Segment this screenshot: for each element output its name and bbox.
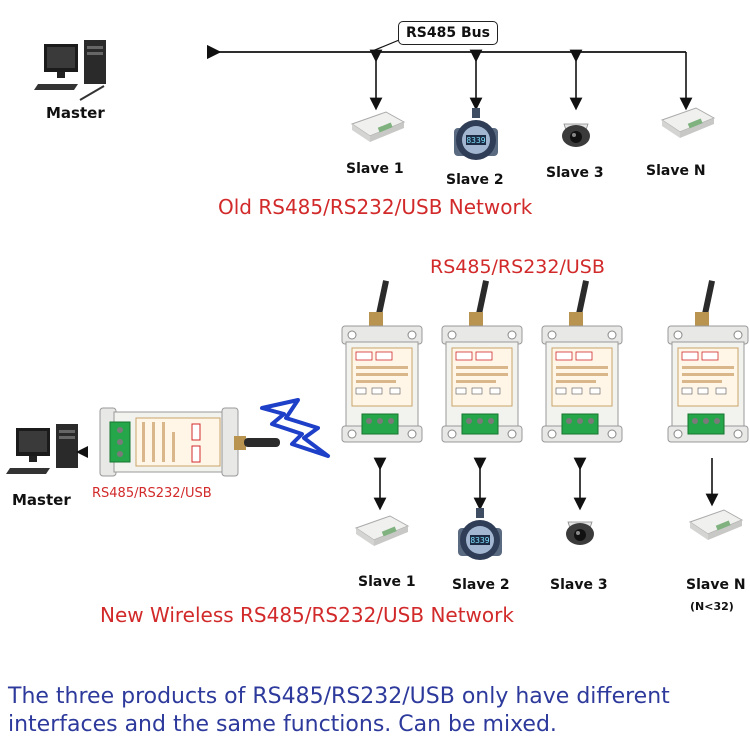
new-slave-2-gauge-icon: [458, 508, 502, 560]
module-interface-label: RS485/RS232/USB: [430, 256, 605, 278]
new-slave-n-label: Slave N: [686, 577, 746, 593]
new-slave-3-label: Slave 3: [550, 577, 608, 593]
master-wireless-module-icon: [99, 407, 280, 477]
new-slave-2-label: Slave 2: [452, 577, 510, 593]
new-slave-3-camera-icon: [565, 521, 595, 546]
master-interface-label: RS485/RS232/USB: [92, 486, 212, 501]
new-slave-1-label: Slave 1: [358, 574, 416, 590]
new-master-computer-icon: [6, 424, 78, 474]
old-network: [34, 37, 715, 160]
old-network-title: Old RS485/RS232/USB Network: [218, 195, 533, 219]
old-slave-n-label: Slave N: [646, 163, 706, 179]
old-slave-3-label: Slave 3: [546, 165, 604, 181]
rs485-bus-label: RS485 Bus: [398, 21, 498, 45]
new-network-title: New Wireless RS485/RS232/USB Network: [100, 603, 514, 627]
old-master-computer-icon: [34, 40, 106, 90]
slave-n-wireless-module-icon: [667, 279, 749, 443]
new-slave-1-scale-icon: [355, 515, 409, 547]
old-master-label: Master: [46, 104, 105, 122]
new-slave-n-scale-icon: [689, 509, 743, 541]
old-slave-1-label: Slave 1: [346, 161, 404, 177]
wireless-signal-icon: [260, 398, 330, 458]
new-master-label: Master: [12, 491, 71, 509]
slave-n-limit-note: (N<32): [690, 600, 734, 613]
old-slave-2-gauge-icon: [454, 108, 498, 160]
footer-note: The three products of RS485/RS232/USB on…: [8, 684, 670, 737]
old-slave-2-label: Slave 2: [446, 172, 504, 188]
new-network: [6, 279, 749, 560]
slave-3-wireless-module-icon: [541, 279, 623, 443]
slave-1-wireless-module-icon: [341, 279, 423, 443]
old-slave-1-scale-icon: [351, 111, 405, 143]
old-slave-n-scale-icon: [661, 107, 715, 139]
old-slave-3-camera-icon: [561, 123, 591, 148]
slave-2-wireless-module-icon: [441, 279, 523, 443]
